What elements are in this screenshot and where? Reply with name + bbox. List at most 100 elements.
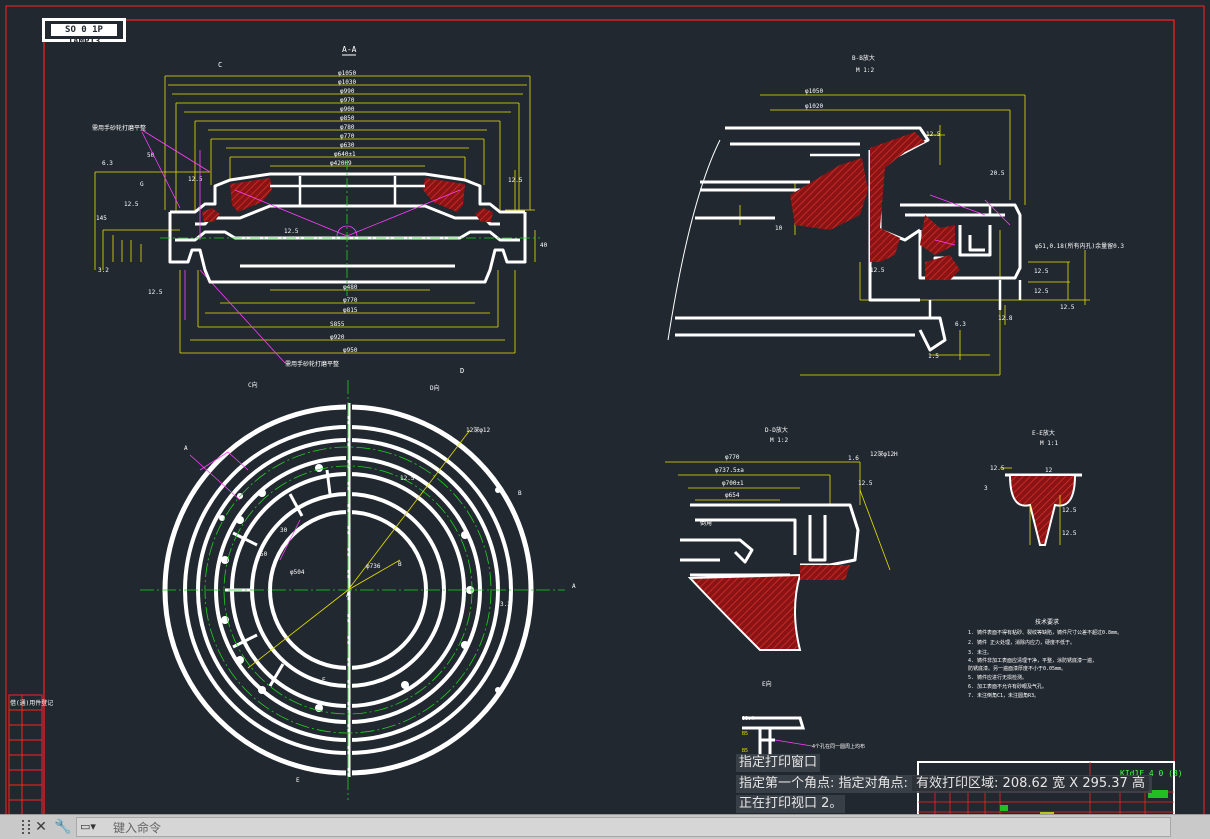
svg-text:12深φ12: 12深φ12 xyxy=(466,426,490,434)
note-flat-bottom: 需用手砂轮打磨平整 xyxy=(285,360,339,368)
section-e: E-E放大 M 1:1 12.5 12 3 12.5 12.5 xyxy=(984,429,1082,546)
side-table: 借(通)用件登记 xyxy=(8,694,53,816)
side-table-label: 借(通)用件登记 xyxy=(10,699,53,707)
tech-note-1: 1. 铸件表面不得有粘砂、裂纹等缺陷，铸件尺寸公差不超过0.8mm。 xyxy=(968,629,1122,636)
svg-text:40: 40 xyxy=(540,242,548,249)
plot-area-readout: 有效打印区域: 208.62 宽 X 295.37 高 xyxy=(912,776,1149,791)
svg-text:1.6: 1.6 xyxy=(848,455,859,462)
svg-text:S855: S855 xyxy=(330,321,345,328)
svg-text:φ1020: φ1020 xyxy=(805,103,823,110)
svg-text:1.5: 1.5 xyxy=(928,353,939,360)
svg-text:12.5: 12.5 xyxy=(508,177,523,184)
drawing-title-box: SO 0 1P 1AMP13 xyxy=(42,18,126,47)
section-d: D-D放大 M 1:2 φ770 φ737.5±a φ700±1 φ654 12… xyxy=(665,426,898,651)
command-history-line-1: 指定打印窗口 xyxy=(736,754,821,772)
svg-text:Φ0.4: Φ0.4 xyxy=(742,716,754,722)
command-input-box[interactable]: ▭▾ xyxy=(76,817,1171,837)
svg-text:φ770: φ770 xyxy=(343,297,358,304)
svg-text:145: 145 xyxy=(96,215,107,222)
svg-text:12.5: 12.5 xyxy=(148,289,163,296)
svg-text:12.5: 12.5 xyxy=(1060,304,1075,311)
svg-text:倒角: 倒角 xyxy=(700,519,712,527)
command-history-prefix: 指定第一个角点: 指定对角点: xyxy=(739,776,913,791)
section-b-title: B-B放大 xyxy=(852,54,875,62)
svg-text:A: A xyxy=(346,592,350,599)
svg-text:φ654: φ654 xyxy=(725,492,740,499)
svg-text:12: 12 xyxy=(1045,467,1053,474)
view-e: E向 Φ0.4 B5 B5 4个孔在同一圆周上均布 xyxy=(742,680,865,755)
svg-text:50: 50 xyxy=(147,152,155,159)
title-block-code: KId1F 4 0 (8) xyxy=(1120,769,1183,778)
svg-text:B5: B5 xyxy=(742,748,748,754)
tech-notes-title: 技术要求 xyxy=(1035,618,1059,626)
svg-text:3: 3 xyxy=(984,485,988,492)
svg-text:φ1050: φ1050 xyxy=(338,70,356,77)
note-flat-top: 需用手砂轮打磨平整 xyxy=(92,124,146,132)
command-input[interactable] xyxy=(111,819,1165,837)
svg-text:B: B xyxy=(398,561,402,568)
drawing-title-label: SO 0 1P 1AMP13 xyxy=(51,24,117,47)
svg-text:12.5: 12.5 xyxy=(858,480,873,487)
section-aa-title: A-A xyxy=(342,45,357,54)
svg-text:12.8: 12.8 xyxy=(998,315,1013,322)
svg-text:φ770: φ770 xyxy=(340,133,355,140)
svg-text:φ850: φ850 xyxy=(340,115,355,122)
section-aa: A-A C D xyxy=(92,45,548,375)
tech-note-8: 7. 未注倒角C1，未注圆角R3。 xyxy=(968,692,1039,699)
svg-text:φ700±1: φ700±1 xyxy=(722,480,744,487)
svg-text:12深φ12H: 12深φ12H xyxy=(870,450,898,458)
svg-text:12.5: 12.5 xyxy=(870,267,885,274)
svg-text:12.5: 12.5 xyxy=(926,131,941,138)
svg-text:φ1050: φ1050 xyxy=(805,88,823,95)
view-e-title: E向 xyxy=(762,680,772,688)
view-c: C向 D向 xyxy=(140,380,576,800)
drawing-frame-outer xyxy=(5,5,1205,829)
svg-text:30: 30 xyxy=(280,527,288,534)
svg-text:φ640±1: φ640±1 xyxy=(334,151,356,158)
svg-text:φ990: φ990 xyxy=(340,88,355,95)
svg-text:B5: B5 xyxy=(742,731,748,737)
svg-text:A: A xyxy=(184,445,188,452)
svg-text:φ770: φ770 xyxy=(725,454,740,461)
tech-note-2: 2. 铸件 正火处理，消除内应力，硬度不低于。 xyxy=(968,639,1075,646)
svg-text:6.3: 6.3 xyxy=(955,321,966,328)
svg-text:G: G xyxy=(140,181,144,188)
section-e-title: E-E放大 xyxy=(1032,429,1055,437)
section-d-scale: M 1:2 xyxy=(770,437,788,444)
svg-text:20.5: 20.5 xyxy=(990,170,1005,177)
svg-text:φ420H9: φ420H9 xyxy=(330,160,352,167)
svg-text:φ780: φ780 xyxy=(340,124,355,131)
svg-text:12.5: 12.5 xyxy=(1062,507,1077,514)
tech-note-4: 4. 铸件非加工表面应清理干净，平整，涂防锈底漆一遍， xyxy=(968,657,1097,664)
svg-text:φ51,0.18(所有内孔)余量留0.3: φ51,0.18(所有内孔)余量留0.3 xyxy=(1035,242,1124,250)
technical-notes: 技术要求 1. 铸件表面不得有粘砂、裂纹等缺陷，铸件尺寸公差不超过0.8mm。 … xyxy=(968,618,1122,699)
svg-text:E: E xyxy=(322,677,326,684)
svg-text:12.5: 12.5 xyxy=(124,201,139,208)
svg-text:φ950: φ950 xyxy=(343,347,358,354)
section-b-scale: M 1:2 xyxy=(856,67,874,74)
svg-text:10: 10 xyxy=(775,225,783,232)
drag-grip-icon[interactable] xyxy=(22,820,30,834)
svg-text:12.5: 12.5 xyxy=(284,228,299,235)
svg-text:6.3: 6.3 xyxy=(102,160,113,167)
svg-text:φ920: φ920 xyxy=(330,334,345,341)
svg-text:φ900: φ900 xyxy=(340,106,355,113)
note-holes: 4个孔在同一圆周上均布 xyxy=(812,743,865,750)
tech-note-7: 6. 加工表面不允许有砂眼及气孔。 xyxy=(968,683,1047,690)
svg-text:12.5: 12.5 xyxy=(400,475,415,482)
close-icon[interactable]: ✕ xyxy=(35,819,47,835)
tech-note-3: 3. 未注。 xyxy=(968,649,992,656)
tech-note-6: 5. 铸件应进行无损检测。 xyxy=(968,674,1027,681)
command-bar: ✕ 🔧 ▭▾ xyxy=(0,814,1210,839)
wrench-icon[interactable]: 🔧 xyxy=(54,819,72,835)
svg-text:φ480: φ480 xyxy=(343,284,358,291)
section-d-title: D-D放大 xyxy=(765,426,788,434)
svg-text:φ630: φ630 xyxy=(340,142,355,149)
command-prompt-icon[interactable]: ▭▾ xyxy=(80,820,96,833)
svg-text:3.2: 3.2 xyxy=(500,601,511,608)
section-e-scale: M 1:1 xyxy=(1040,440,1058,447)
svg-text:φ736: φ736 xyxy=(366,563,381,570)
svg-text:A: A xyxy=(572,583,576,590)
svg-text:12.5: 12.5 xyxy=(1034,288,1049,295)
